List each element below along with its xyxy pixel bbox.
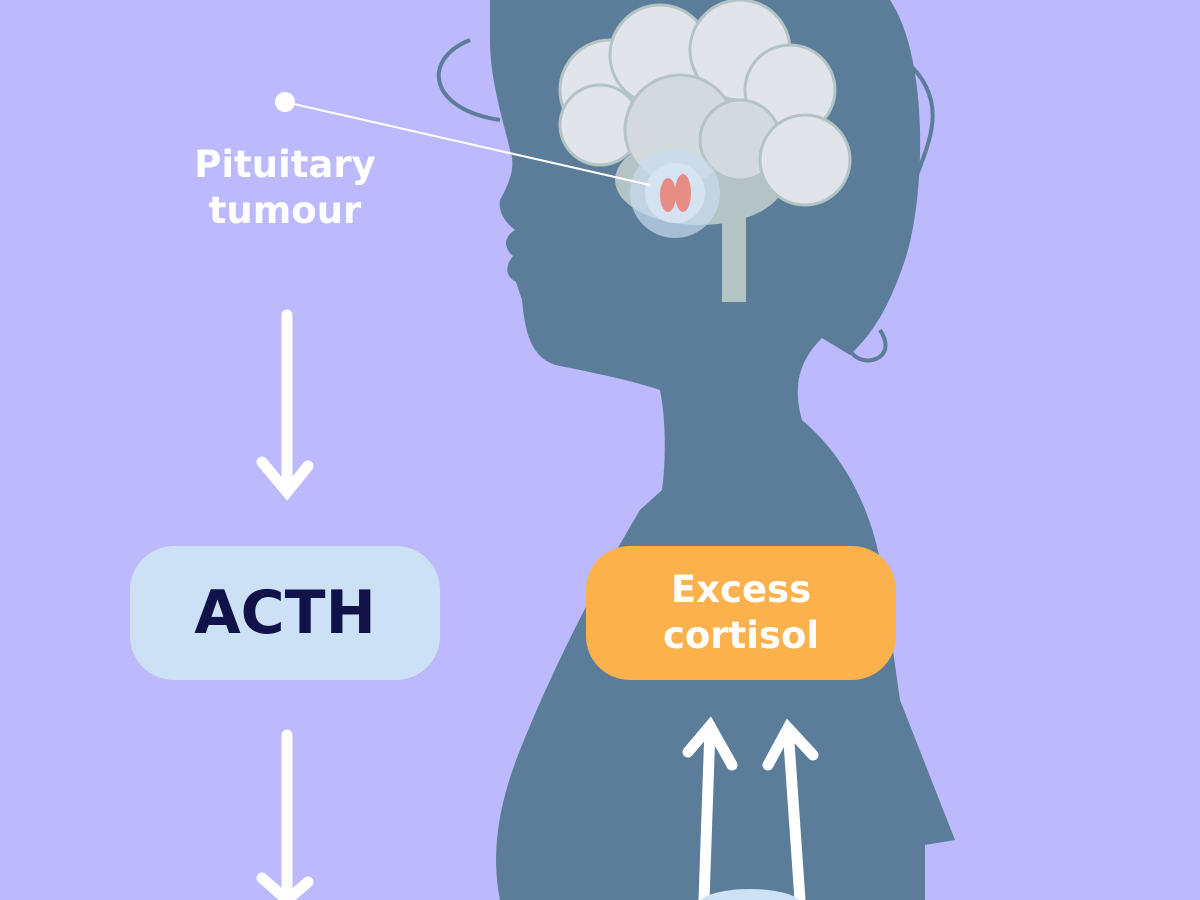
down-arrow-1 <box>256 309 314 501</box>
up-arrow-1 <box>682 716 738 900</box>
hair-curl <box>436 38 935 363</box>
excess-cortisol-box: Excess cortisol <box>586 546 896 680</box>
pituitary-gland-icon <box>660 174 691 212</box>
pointer-line <box>284 101 651 186</box>
pointer-dot <box>275 92 295 112</box>
excess-cortisol-label: Excess cortisol <box>662 568 820 657</box>
pituitary-tumour-label: Pituitary tumour <box>194 143 376 232</box>
acth-box: ACTH <box>130 546 440 680</box>
adrenal-shape <box>700 889 800 900</box>
brain <box>558 0 852 302</box>
down-arrow-2 <box>256 729 314 900</box>
up-arrow-2 <box>762 718 819 900</box>
